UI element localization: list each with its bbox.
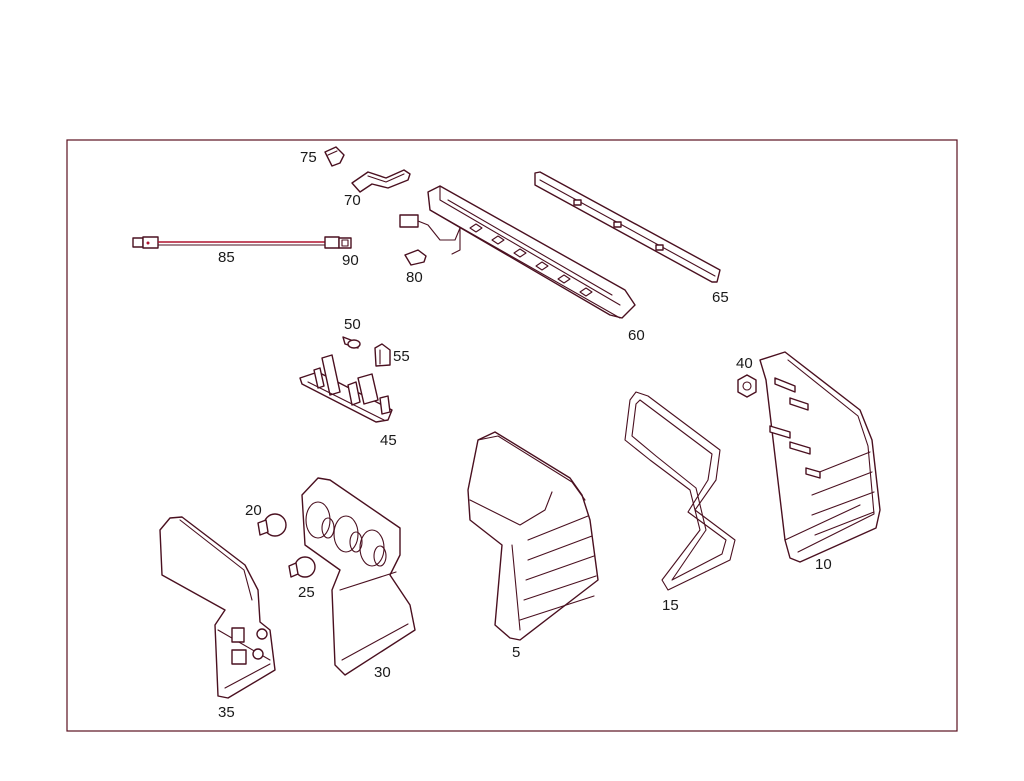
- diagram-frame: [66, 139, 958, 732]
- callout-50: 50: [344, 316, 361, 333]
- callout-25: 25: [298, 584, 315, 601]
- part-45-holder: [299, 354, 393, 423]
- part-30-reflector: [301, 477, 416, 676]
- part-5-lens: [467, 431, 599, 641]
- callout-45: 45: [380, 432, 397, 449]
- callout-15: 15: [662, 597, 679, 614]
- part-70-strip: [351, 169, 411, 193]
- part-35-socket: [159, 516, 276, 699]
- part-50-bulb: [342, 336, 361, 349]
- part-25-bulb: [288, 556, 316, 578]
- callout-40: 40: [736, 355, 753, 372]
- part-40-nut: [737, 374, 757, 398]
- callout-10: 10: [815, 556, 832, 573]
- part-55-cap: [374, 343, 391, 367]
- callout-20: 20: [245, 502, 262, 519]
- part-60-carrier: [399, 185, 636, 319]
- part-80-plug: [404, 249, 427, 266]
- part-15-seal: [624, 391, 736, 591]
- callout-85: 85: [218, 249, 235, 266]
- callout-80: 80: [406, 269, 423, 286]
- callout-65: 65: [712, 289, 729, 306]
- part-90-connector: [338, 237, 352, 249]
- part-10-housing: [759, 351, 881, 563]
- callout-30: 30: [374, 664, 391, 681]
- callout-70: 70: [344, 192, 361, 209]
- part-65-gasket: [534, 171, 721, 283]
- callout-90: 90: [342, 252, 359, 269]
- callout-75: 75: [300, 149, 317, 166]
- part-20-bulb: [257, 513, 287, 537]
- part-85-cable: [132, 236, 340, 249]
- callout-35: 35: [218, 704, 235, 721]
- callout-60: 60: [628, 327, 645, 344]
- part-75-clip: [324, 146, 345, 167]
- callout-55: 55: [393, 348, 410, 365]
- callout-5: 5: [512, 644, 520, 661]
